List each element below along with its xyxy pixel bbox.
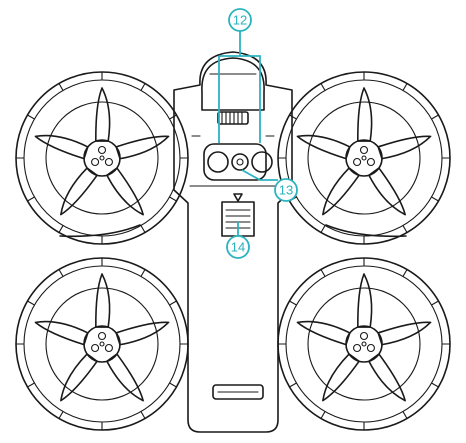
propeller-blades: [34, 273, 170, 402]
callout-badge-12: 12: [228, 8, 252, 32]
callout-label-14: 14: [231, 240, 245, 255]
callout-12-line: [218, 30, 261, 143]
propeller-guard-rear-left: [15, 257, 189, 431]
propeller-blades: [296, 87, 432, 216]
callout-label-12: 12: [233, 13, 247, 28]
left-sensor: [207, 151, 229, 173]
top-cover: [201, 57, 265, 111]
drone-body-outline: [173, 51, 293, 433]
triangle-down-icon: [233, 193, 243, 202]
callout-13-line: [241, 169, 278, 181]
frame-arc-right: [325, 224, 407, 238]
callout-label-13: 13: [279, 183, 293, 198]
callout-badge-13: 13: [274, 178, 298, 202]
propeller-guard-front-left: [15, 71, 189, 245]
sensor-module: [203, 143, 273, 181]
right-sensor: [251, 151, 273, 173]
battery-latch: [221, 201, 255, 237]
propeller-guard-rear-right: [277, 257, 451, 431]
connector-port: [217, 111, 249, 125]
battery-slot: [212, 384, 264, 400]
propeller-guards: [15, 71, 451, 431]
callout-badge-14: 14: [226, 235, 250, 259]
propeller-blades: [296, 273, 432, 402]
propeller-guard-front-right: [277, 71, 451, 245]
propeller-blades: [34, 87, 170, 216]
center-sensor: [231, 153, 249, 171]
frame-arc-left: [59, 224, 141, 238]
